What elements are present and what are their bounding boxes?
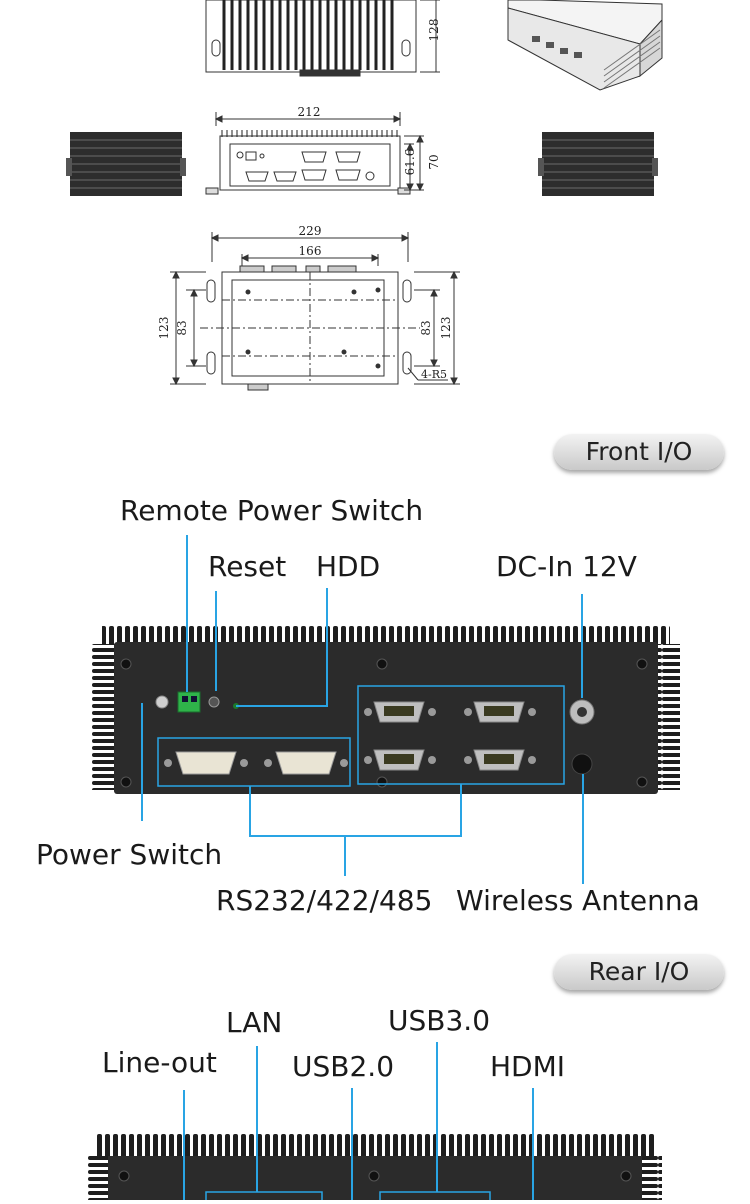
leader-reset xyxy=(215,591,217,691)
label-usb2: USB2.0 xyxy=(292,1050,395,1083)
leader-hdd-v xyxy=(326,588,328,706)
leader-line-out xyxy=(183,1090,185,1200)
rear-panel-svg xyxy=(88,1134,662,1203)
label-hdmi: HDMI xyxy=(490,1050,566,1083)
dim-212: 212 xyxy=(298,105,321,119)
label-usb3: USB3.0 xyxy=(388,1004,491,1037)
leader-serial-bar xyxy=(249,835,462,837)
label-serial: RS232/422/485 xyxy=(216,884,433,917)
label-wireless-antenna: Wireless Antenna xyxy=(456,884,700,917)
plan-view xyxy=(170,232,460,391)
dim-123-left: 123 xyxy=(157,317,171,340)
label-remote-power-switch: Remote Power Switch xyxy=(120,494,424,527)
leader-serial-left xyxy=(249,786,251,836)
leader-lan xyxy=(256,1046,258,1192)
dim-61-6: 61.6 xyxy=(403,149,417,176)
leader-power-switch xyxy=(141,703,143,821)
leader-hdd-h xyxy=(236,705,328,707)
dim-70: 70 xyxy=(427,154,441,169)
label-hdd: HDD xyxy=(316,550,381,583)
leader-usb2 xyxy=(351,1088,353,1200)
dim-229: 229 xyxy=(299,224,322,238)
dim-128: 128 xyxy=(427,19,441,42)
label-dc-in: DC-In 12V xyxy=(496,550,637,583)
dim-4-r5: 4-R5 xyxy=(421,368,447,381)
label-lan: LAN xyxy=(226,1006,283,1039)
label-power-switch: Power Switch xyxy=(36,838,223,871)
front-panel-photo xyxy=(92,626,680,796)
leader-remote-power xyxy=(186,535,188,692)
front-io-badge: Front I/O xyxy=(554,434,724,470)
leader-antenna xyxy=(582,774,584,884)
side-elevation-view xyxy=(205,0,440,77)
dim-83-right: 83 xyxy=(419,320,433,335)
drawing-svg: 128 xyxy=(66,0,663,391)
front-panel-svg xyxy=(92,626,680,794)
technical-drawing: 128 xyxy=(0,0,750,400)
label-line-out: Line-out xyxy=(102,1046,217,1079)
left-end-view xyxy=(66,132,186,196)
front-elevation-view xyxy=(205,112,424,195)
leader-serial-right xyxy=(460,784,462,836)
isometric-view xyxy=(507,0,663,91)
dim-123-right: 123 xyxy=(439,317,453,340)
right-end-view xyxy=(538,132,658,196)
dim-166: 166 xyxy=(299,244,322,258)
rear-io-badge: Rear I/O xyxy=(554,954,724,990)
rear-panel-photo xyxy=(88,1134,662,1203)
leader-hdmi xyxy=(532,1088,534,1200)
leader-dc-in xyxy=(581,594,583,698)
leader-usb3 xyxy=(436,1042,438,1192)
label-reset: Reset xyxy=(208,550,287,583)
leader-serial-down xyxy=(344,836,346,876)
dim-83-left: 83 xyxy=(175,320,189,335)
